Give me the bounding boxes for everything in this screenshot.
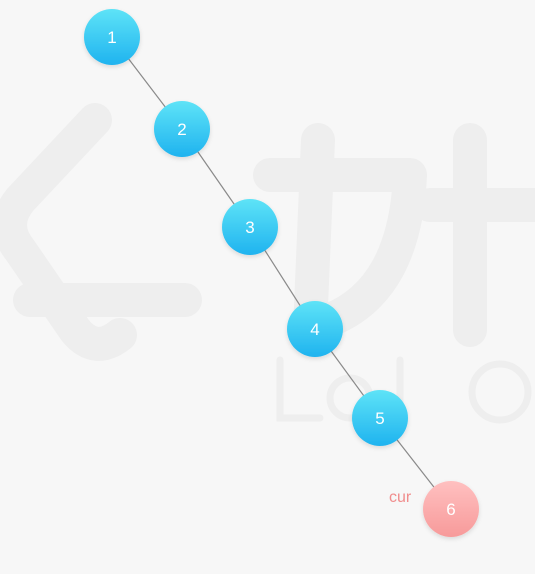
node-label: 4 bbox=[310, 320, 319, 339]
node-2: 2 bbox=[154, 101, 210, 157]
node-label: 6 bbox=[446, 500, 455, 519]
node-label: 2 bbox=[177, 120, 186, 139]
node-label: 1 bbox=[107, 28, 116, 47]
node-circle bbox=[222, 199, 278, 255]
node-label: 5 bbox=[375, 409, 384, 428]
node-5: 5 bbox=[352, 390, 408, 446]
node-label: 3 bbox=[245, 218, 254, 237]
cur-pointer-label: cur bbox=[389, 489, 412, 506]
node-circle bbox=[287, 301, 343, 357]
node-circle bbox=[154, 101, 210, 157]
node-4: 4 bbox=[287, 301, 343, 357]
node-circle bbox=[352, 390, 408, 446]
node-3: 3 bbox=[222, 199, 278, 255]
watermark-logo bbox=[0, 103, 535, 361]
nodes: 1 2 3 4 5 6 bbox=[84, 9, 479, 537]
node-circle bbox=[84, 9, 140, 65]
node-1: 1 bbox=[84, 9, 140, 65]
node-6-current: 6 bbox=[423, 481, 479, 537]
node-circle bbox=[423, 481, 479, 537]
